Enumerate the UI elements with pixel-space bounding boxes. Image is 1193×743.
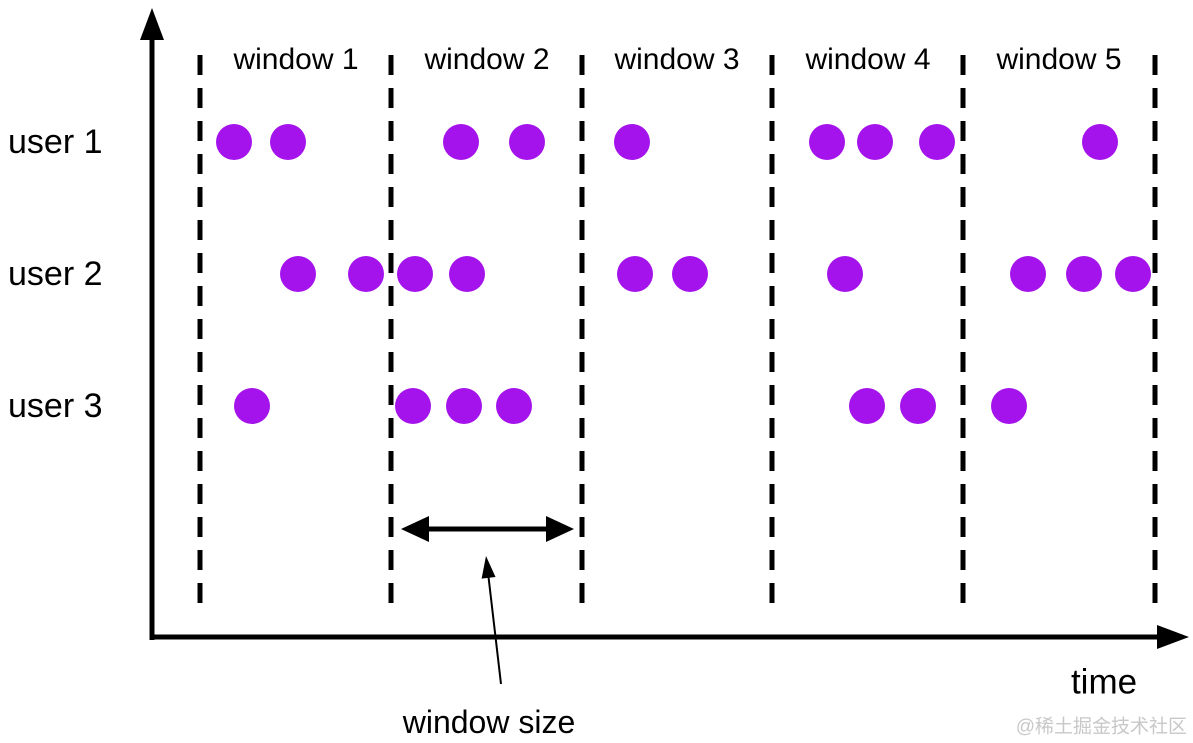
event-dot bbox=[270, 124, 306, 160]
window-label: window 1 bbox=[233, 43, 359, 76]
y-axis-arrowhead bbox=[140, 8, 164, 40]
event-dot bbox=[397, 256, 433, 292]
x-axis-arrowhead bbox=[1157, 625, 1189, 649]
event-dot bbox=[1066, 256, 1102, 292]
event-dot bbox=[216, 124, 252, 160]
time-axis-label: time bbox=[1070, 662, 1138, 702]
window-label: window 2 bbox=[424, 43, 550, 76]
event-dot bbox=[849, 388, 885, 424]
watermark: @稀土掘金技术社区 bbox=[1015, 716, 1187, 738]
window-size-arrowhead-left bbox=[401, 516, 429, 542]
event-dot bbox=[857, 124, 893, 160]
event-dot bbox=[900, 388, 936, 424]
event-dot bbox=[1010, 256, 1046, 292]
event-dot bbox=[395, 388, 431, 424]
event-dot bbox=[449, 256, 485, 292]
event-dot bbox=[496, 388, 532, 424]
event-dot bbox=[1082, 124, 1118, 160]
window-label: window 4 bbox=[805, 43, 931, 76]
event-dot bbox=[809, 124, 845, 160]
event-dot bbox=[614, 124, 650, 160]
event-dot bbox=[919, 124, 955, 160]
window-label: window 5 bbox=[996, 43, 1122, 76]
window-size-label: window size bbox=[402, 704, 576, 740]
user-label: user 3 bbox=[8, 387, 103, 425]
user-label: user 1 bbox=[8, 123, 103, 161]
window-label: window 3 bbox=[614, 43, 740, 76]
event-dot bbox=[280, 256, 316, 292]
event-dot bbox=[348, 256, 384, 292]
window-size-arrowhead-right bbox=[546, 516, 574, 542]
event-dot bbox=[617, 256, 653, 292]
event-dot bbox=[446, 388, 482, 424]
event-dot bbox=[1115, 256, 1151, 292]
user-label: user 2 bbox=[8, 255, 103, 293]
event-dot bbox=[234, 388, 270, 424]
annotation-pointer-line bbox=[486, 563, 502, 685]
event-dot bbox=[991, 388, 1027, 424]
event-dot bbox=[443, 124, 479, 160]
annotation-pointer-arrowhead bbox=[481, 556, 496, 579]
event-dot bbox=[827, 256, 863, 292]
event-dot bbox=[672, 256, 708, 292]
event-dot bbox=[509, 124, 545, 160]
